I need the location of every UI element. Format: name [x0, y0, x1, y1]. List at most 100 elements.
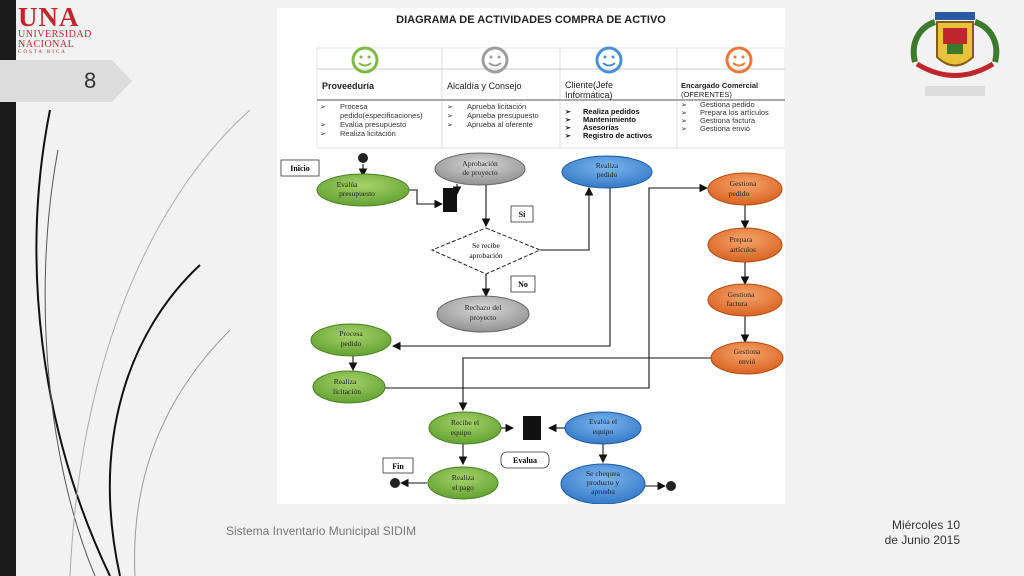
end-node [666, 481, 676, 491]
una-logo: UNA UNIVERSIDAD NACIONAL COSTA RICA [18, 2, 92, 56]
svg-text:Realiza: Realiza [334, 377, 357, 386]
lane-item: Evalúa presupuesto [340, 120, 406, 129]
coat-of-arms-logo [910, 12, 1000, 96]
end-node [390, 478, 400, 488]
lane-item: Mantenimiento [583, 115, 636, 124]
svg-text:el pago: el pago [452, 483, 474, 492]
svg-text:➢: ➢ [565, 109, 572, 116]
svg-text:➢: ➢ [320, 122, 326, 129]
svg-text:Fin: Fin [392, 462, 404, 471]
decorative-curves [35, 109, 251, 576]
sync-bar [523, 416, 541, 440]
svg-text:producto y: producto y [587, 478, 620, 487]
svg-text:equipo: equipo [451, 428, 472, 437]
lane-item: Aprueba al oferente [467, 120, 533, 129]
svg-text:pedido: pedido [341, 339, 362, 348]
svg-text:Gestiona: Gestiona [730, 179, 757, 188]
svg-text:Aprobación: Aprobación [462, 159, 498, 168]
svg-text:pedido: pedido [729, 189, 750, 198]
svg-text:presupuesto: presupuesto [339, 189, 375, 198]
left-accent-bar [0, 0, 16, 576]
svg-text:➢: ➢ [320, 131, 326, 138]
lane-alcaldia-face-icon [481, 46, 509, 74]
lane-item: Gestiona envió [700, 124, 750, 133]
activity-diagram: DIAGRAMA DE ACTIVIDADES COMPRA DE ACTIVO [277, 8, 785, 504]
svg-text:aprueba: aprueba [591, 487, 615, 496]
lane-proveeduria-title: Proveeduría [322, 81, 375, 91]
label-evalua: Evalua [500, 451, 550, 469]
svg-text:factura: factura [727, 299, 748, 308]
footer-date-line1: Miércoles 10 [891, 518, 960, 532]
node-evalua-equipo: Evalúa el equipo [564, 411, 642, 445]
lane-item: Gestiona factura [700, 116, 756, 125]
svg-text:aprobación: aprobación [469, 251, 503, 260]
svg-text:de proyecto: de proyecto [462, 168, 497, 177]
svg-text:Prepara: Prepara [730, 235, 754, 244]
svg-text:equipo: equipo [593, 427, 614, 436]
svg-text:➢: ➢ [565, 133, 572, 140]
lane-item: Realiza licitación [340, 129, 396, 138]
svg-text:➢: ➢ [681, 126, 687, 133]
svg-text:➢: ➢ [565, 117, 572, 124]
node-realiza-pedido: Realiza pedido [561, 155, 653, 189]
start-node [358, 153, 368, 163]
svg-text:envió: envió [739, 357, 756, 366]
svg-text:Se recibe: Se recibe [472, 241, 500, 250]
label-inicio: Inicio [280, 159, 320, 177]
footer-date: Miércoles 10 de Junio 2015 [850, 518, 960, 548]
svg-text:Recibe el: Recibe el [451, 418, 479, 427]
svg-text:Inicio: Inicio [290, 164, 310, 173]
lane-item: Asesorías [583, 123, 619, 132]
node-procesa-pedido: Procesa pedido [310, 323, 392, 357]
svg-text:Evalúa: Evalúa [337, 180, 358, 189]
lane-item: Prepara los artículos [700, 108, 769, 117]
svg-text:artículos: artículos [730, 245, 756, 254]
slide-number-tab [0, 60, 132, 102]
node-realiza-licitacion: Realiza licitación [312, 370, 386, 404]
flow-connectors [348, 164, 750, 491]
node-prepara-articulos: Prepara artículos [707, 227, 783, 263]
footer-system-name: Sistema Inventario Municipal SIDIM [226, 524, 417, 538]
lane-item: Procesa [340, 102, 368, 111]
lanes-header: Proveeduría Alcaldía y Consejo Cliente(J… [316, 46, 785, 149]
svg-text:No: No [518, 280, 528, 289]
svg-text:➢: ➢ [447, 113, 453, 120]
svg-text:Sí: Sí [519, 210, 526, 219]
lane-item: Gestiona pedido [700, 100, 755, 109]
svg-text:Rechazo del: Rechazo del [465, 303, 502, 312]
svg-text:➢: ➢ [681, 118, 687, 125]
slide-number: 8 [84, 68, 97, 93]
svg-text:Gestiona: Gestiona [728, 290, 755, 299]
lane-encargado-face-icon [725, 46, 753, 74]
svg-text:➢: ➢ [447, 122, 453, 129]
diagram-canvas: Proveeduría Alcaldía y Consejo Cliente(J… [280, 46, 785, 504]
sync-bar [443, 188, 457, 212]
lane-cliente-title-2: Informática) [565, 90, 613, 100]
lane-item: Realiza pedidos [583, 107, 640, 116]
svg-text:proyecto: proyecto [470, 313, 496, 322]
lane-item: Registro de activos [583, 131, 652, 140]
footer-date-line2: de Junio 2015 [884, 533, 960, 547]
decision-se-recibe-aprobacion: Se recibe aprobación [430, 227, 542, 275]
label-fin: Fin [382, 457, 414, 474]
node-gestiona-pedido: Gestiona pedido [707, 172, 783, 206]
diagram-title: DIAGRAMA DE ACTIVIDADES COMPRA DE ACTIVO [396, 14, 666, 26]
lane-alcaldia-title: Alcaldía y Consejo [447, 81, 522, 91]
node-gestiona-envio: Gestiona envió [710, 341, 784, 375]
svg-text:Procesa: Procesa [339, 329, 363, 338]
lane-item: Aprueba presupuesto [467, 111, 539, 120]
svg-text:Gestiona: Gestiona [734, 347, 761, 356]
node-gestiona-factura: Gestiona factura [707, 283, 783, 317]
svg-text:➢: ➢ [681, 102, 687, 109]
svg-text:Realiza: Realiza [596, 161, 619, 170]
lane-encargado-title-2: (OFERENTES) [681, 90, 732, 99]
node-se-chequea: Se chequea producto y aprueba [560, 463, 646, 504]
svg-text:Se chequea: Se chequea [586, 469, 621, 478]
lane-item: pedido(especificaciones) [340, 111, 423, 120]
lane-item: Aprueba licitación [467, 102, 526, 111]
svg-text:➢: ➢ [320, 104, 326, 111]
svg-text:pedido: pedido [597, 170, 618, 179]
svg-text:➢: ➢ [565, 125, 572, 132]
svg-text:➢: ➢ [681, 110, 687, 117]
svg-text:➢: ➢ [447, 104, 453, 111]
